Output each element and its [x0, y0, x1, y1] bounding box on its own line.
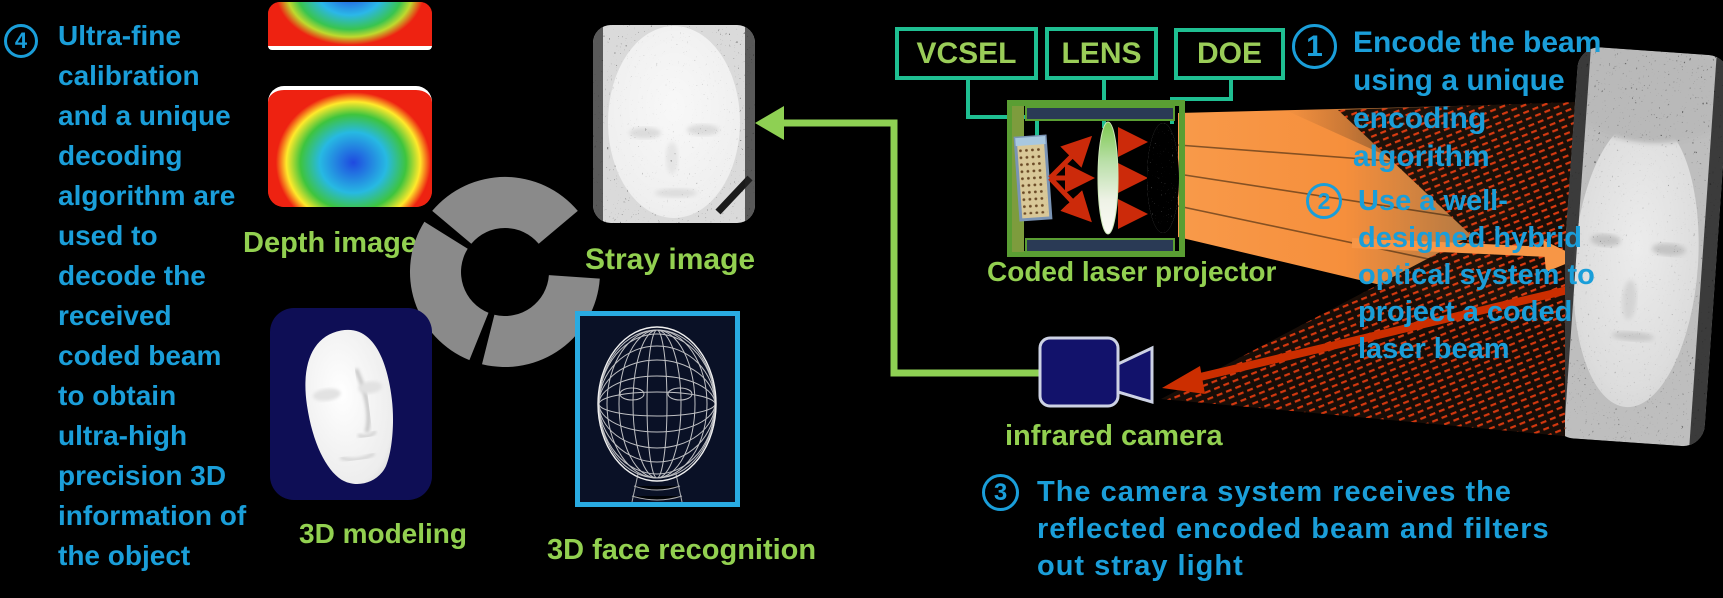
laser-beam-graphic	[1161, 102, 1575, 437]
step-1-block: 1 Encode the beam using a unique encodin…	[1292, 24, 1601, 176]
step-3-block: 3 The camera system receives the reflect…	[982, 474, 1550, 585]
step-4-text: Ultra-fine calibration and a unique deco…	[58, 20, 247, 571]
3d-modeling-label: 3D modeling	[299, 518, 468, 549]
depth-image-top	[268, 2, 432, 50]
stray-image	[593, 25, 755, 223]
step-2-text: Use a well- designed hybrid optical syst…	[1358, 185, 1595, 365]
projection-arrow	[1351, 238, 1550, 257]
step-1-number: 1	[1292, 24, 1337, 69]
3d-face-recognition-label: 3D face recognition	[547, 534, 817, 566]
step-2-block: 2 Use a well- designed hybrid optical sy…	[1306, 183, 1595, 368]
laser-rays	[1048, 127, 1148, 229]
3d-modeling-image	[270, 308, 432, 500]
step-4-number: 4	[4, 24, 38, 58]
step-4-block: 4 Ultra-fine calibration and a unique de…	[4, 16, 264, 576]
doe-label: DOE	[1196, 37, 1262, 70]
lens-label: LENS	[1061, 36, 1142, 70]
lens-element	[1097, 121, 1119, 235]
feedback-arrowhead	[755, 106, 784, 140]
reflection-arrow	[1195, 286, 1569, 382]
step-3-text: The camera system receives the reflected…	[1037, 476, 1550, 582]
camera-label: infrared camera	[1005, 420, 1223, 452]
coded-laser-projector	[1007, 100, 1185, 257]
projector-label: Coded laser projector	[987, 256, 1277, 287]
stray-image-label: Stray image	[585, 243, 756, 276]
step-2-number: 2	[1306, 183, 1342, 219]
lens-box: LENS	[1045, 27, 1158, 80]
vcsel-label: VCSEL	[916, 36, 1017, 70]
reflected-face-image	[1565, 45, 1723, 448]
vcsel-chip	[1013, 134, 1053, 222]
depth-image-bottom	[268, 86, 432, 207]
depth-image-label: Depth image	[243, 227, 418, 259]
3d-face-recognition-image	[575, 311, 740, 507]
vcsel-box: VCSEL	[895, 27, 1038, 80]
step-1-text: Encode the beam using a unique encoding …	[1353, 26, 1602, 173]
video-camera-icon	[1038, 336, 1154, 408]
step-3-number: 3	[982, 474, 1019, 511]
feedback-connector	[755, 106, 1040, 377]
projector-frame	[1007, 100, 1185, 257]
doe-box: DOE	[1174, 28, 1285, 80]
